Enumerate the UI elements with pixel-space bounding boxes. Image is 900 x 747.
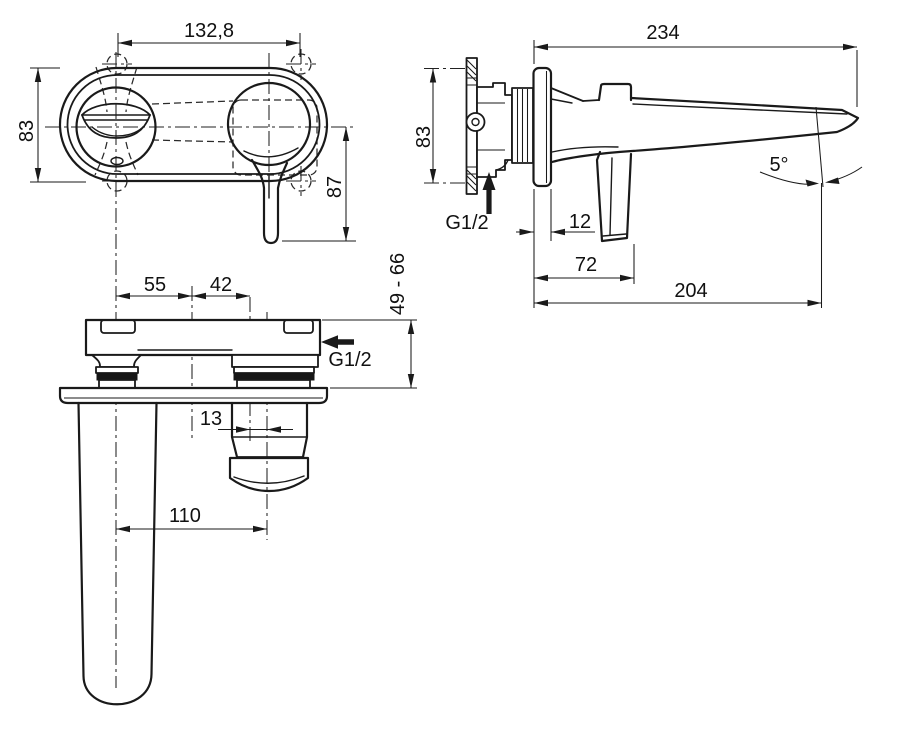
front-view-dimensions: 132,8 83 87 bbox=[16, 20, 356, 242]
dim-label-tip-angle: 5° bbox=[769, 154, 788, 176]
wall-plate-side bbox=[532, 66, 553, 188]
dim-label-inlet-thread: G1/2 bbox=[445, 212, 488, 234]
handle-grip-plan bbox=[228, 456, 310, 493]
outlet-arrow-icon bbox=[321, 335, 354, 349]
hatching bbox=[466, 59, 477, 192]
spout-rosette bbox=[75, 86, 157, 168]
dim-label-spout-reach-total: 234 bbox=[646, 22, 679, 44]
dim-label-spout-to-center: 55 bbox=[144, 274, 166, 296]
dim-label-front-plate-height: 83 bbox=[16, 120, 38, 142]
dim-label-center-to-cartridge: 42 bbox=[210, 274, 232, 296]
side-view-dimensions: 234 83 G1/2 12 72 bbox=[413, 22, 863, 308]
wall-plate-plan bbox=[58, 386, 329, 405]
dim-label-outlet-thread: G1/2 bbox=[328, 349, 371, 371]
front-view-outline bbox=[58, 66, 329, 245]
lever-front bbox=[250, 158, 289, 245]
spout-plan bbox=[77, 401, 158, 706]
side-view-outline bbox=[465, 57, 860, 243]
mounting-lug bbox=[100, 319, 136, 334]
dim-label-lever-drop: 87 bbox=[324, 176, 346, 198]
plan-view-dimensions: 55 42 49 - 66 G1/2 13 110 bbox=[116, 253, 417, 533]
dim-label-install-depth: 49 - 66 bbox=[387, 253, 409, 315]
mounting-lug bbox=[283, 319, 314, 334]
spout-side bbox=[550, 96, 860, 164]
dim-label-bracket-height: 83 bbox=[413, 126, 435, 148]
dim-label-spout-to-grip: 110 bbox=[169, 505, 201, 527]
dim-label-hole-spacing: 132,8 bbox=[184, 20, 234, 42]
lever-side bbox=[595, 150, 633, 243]
concealed-body-bar bbox=[84, 318, 322, 357]
side-view-centerlines bbox=[424, 67, 474, 184]
plan-view-outline bbox=[58, 318, 329, 706]
front-view: 132,8 83 87 bbox=[16, 20, 356, 245]
front-view-hidden-lines bbox=[94, 53, 318, 192]
handle-cap-side bbox=[597, 82, 633, 102]
inlet-arrow-icon bbox=[482, 172, 496, 214]
dim-label-plate-depth: 12 bbox=[569, 211, 591, 233]
plan-view: 55 42 49 - 66 G1/2 13 110 bbox=[58, 253, 417, 706]
side-view: 234 83 G1/2 12 72 bbox=[413, 22, 863, 308]
fixing-screw bbox=[465, 112, 486, 132]
dim-label-handle-reach: 72 bbox=[575, 254, 597, 276]
handle-rosette bbox=[226, 81, 312, 167]
dim-label-offset: 13 bbox=[200, 408, 222, 430]
dim-label-spout-reach-outlet: 204 bbox=[674, 280, 707, 302]
